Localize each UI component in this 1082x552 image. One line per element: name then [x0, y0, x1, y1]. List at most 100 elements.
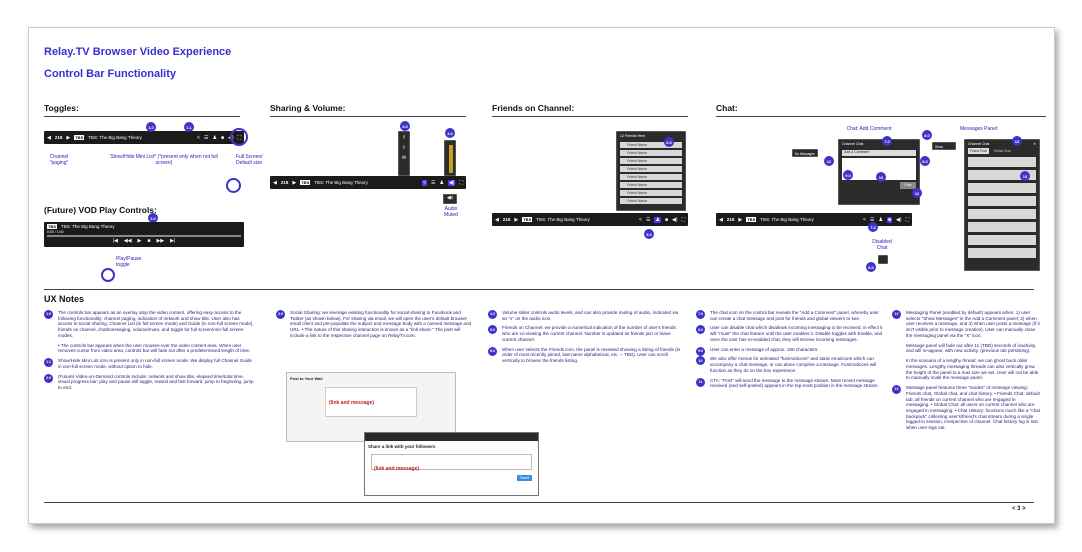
fullscreen-icon[interactable]: ⛶	[681, 216, 685, 223]
mini-list-icon[interactable]: ☰	[203, 134, 209, 141]
ux-note-text: CTA: "Post" will send the message to the…	[710, 377, 879, 389]
friends-icon[interactable]: ♟	[654, 216, 661, 223]
next-channel-icon[interactable]: ▶	[514, 216, 519, 223]
friend-list-item[interactable]: Friend Name	[620, 142, 682, 148]
share-icon[interactable]: <	[197, 134, 200, 141]
channel-number: 218	[726, 217, 735, 222]
prev-channel-icon[interactable]: ◀	[273, 179, 277, 186]
channel-number: 218	[54, 135, 63, 140]
comment-input[interactable]	[842, 158, 916, 180]
close-icon[interactable]: ✕	[1033, 142, 1036, 146]
volume-icon[interactable]: ◀)	[671, 216, 678, 223]
fb-message-box: (link and message)	[325, 387, 417, 417]
ux-note-badge: 1.0	[44, 310, 53, 319]
fb-message: (link and message)	[329, 400, 375, 406]
divider	[44, 116, 240, 117]
friend-list-item[interactable]: Friend Name	[620, 150, 682, 156]
chat-icon[interactable]: ■	[220, 134, 224, 141]
badge-8-0: 8.0	[920, 156, 930, 166]
friends-icon[interactable]: ♟	[212, 134, 217, 141]
ux-note-text: Messaging Panel (enabled by default) app…	[906, 310, 1040, 338]
play-icon[interactable]: ▶	[137, 238, 142, 244]
friend-list-item[interactable]: Friend Name	[620, 166, 682, 172]
message-list[interactable]	[965, 157, 1039, 258]
volume-icon[interactable]: ◀)	[895, 216, 902, 223]
ux-note: Message panel will fade out after 11 (TB…	[892, 343, 1040, 354]
page-subtitle: Control Bar Functionality	[44, 68, 176, 80]
prev-channel-icon[interactable]: ◀	[719, 216, 723, 223]
fullscreen-icon[interactable]: ⛶	[459, 179, 463, 186]
twitter-bar	[365, 433, 538, 441]
jump-end-icon[interactable]: ▶|	[170, 238, 176, 244]
share-menu: f t ✉	[398, 131, 410, 176]
badge-1-1: 1.1	[184, 122, 194, 132]
progress-bar[interactable]	[47, 235, 241, 237]
ux-note-text: Friends on Channel: we provide a numeric…	[502, 325, 676, 342]
fast-forward-icon[interactable]: ▶▶	[156, 238, 165, 244]
friends-icon[interactable]: ♟	[878, 216, 883, 223]
fullscreen-icon[interactable]: ⛶	[905, 216, 909, 223]
friend-list-item[interactable]: Friend Name	[620, 198, 682, 204]
friend-list-item[interactable]: Friend Name	[620, 158, 682, 164]
next-channel-icon[interactable]: ▶	[292, 179, 297, 186]
section-toggles: Toggles:	[44, 103, 79, 113]
ux-note-badge: 10	[696, 356, 705, 366]
note-channel-paging: Channel "paging"	[49, 154, 69, 166]
chat-icon[interactable]: ■	[664, 216, 668, 223]
show-title: TBS: The Big Bang Theory	[536, 217, 590, 222]
mini-list-icon[interactable]: ☰	[869, 216, 875, 223]
divider	[270, 116, 466, 117]
friends-icon[interactable]: ♟	[439, 179, 444, 186]
show-messages-toggle[interactable]: Show Messages	[932, 142, 956, 153]
facebook-icon[interactable]: f	[403, 135, 405, 141]
volume-icon[interactable]: ◀)	[447, 179, 456, 186]
chat-panel-header: Channel Chat	[842, 142, 864, 146]
share-icon[interactable]: <	[863, 216, 866, 223]
page-number: < 3 >	[1012, 506, 1026, 512]
tweet-button[interactable]: Tweet	[516, 475, 532, 481]
prev-channel-icon[interactable]: ◀	[495, 216, 499, 223]
ux-note-badge: 7.0	[696, 310, 705, 319]
next-channel-icon[interactable]: ▶	[738, 216, 743, 223]
section-vod: (Future) VOD Play Controls:	[44, 205, 157, 215]
next-channel-icon[interactable]: ▶	[66, 134, 71, 141]
elapsed-time: 0:00 / 1:00	[47, 230, 64, 234]
vod-buttons: |◀ ◀◀ ▶ ■ ▶▶ ▶|	[47, 238, 241, 244]
friends-panel-header: 12 Friends Here	[620, 134, 646, 138]
mini-list-icon[interactable]: ☰	[645, 216, 651, 223]
prev-channel-icon[interactable]: ◀	[47, 134, 51, 141]
jump-start-icon[interactable]: |◀	[112, 238, 118, 244]
tab-friend-chat[interactable]: Friend Chat	[968, 148, 989, 154]
email-icon[interactable]: ✉	[401, 155, 407, 161]
friend-list-item[interactable]: Friend Name	[620, 190, 682, 196]
share-icon[interactable]: <	[422, 179, 427, 186]
message-item	[968, 235, 1036, 245]
tab-global-chat[interactable]: Global Chat	[993, 149, 1011, 153]
ux-note-text: Social Sharing: we leverage existing fun…	[290, 310, 472, 338]
post-button[interactable]: Post	[900, 182, 916, 189]
badge-12: 12	[824, 156, 834, 166]
chat-icon[interactable]: ■	[886, 216, 892, 223]
rewind-icon[interactable]: ◀◀	[123, 238, 132, 244]
section-sharing: Sharing & Volume:	[270, 103, 346, 113]
badge-1-0: 1.0	[146, 122, 156, 132]
twitter-icon[interactable]: t	[403, 145, 405, 151]
friend-list-item[interactable]: Friend Name	[620, 174, 682, 180]
share-icon[interactable]: <	[639, 216, 642, 223]
friend-list-item[interactable]: Friend Name	[620, 182, 682, 188]
mini-list-icon[interactable]: ☰	[431, 179, 436, 186]
tw-message-box: (link and message)	[371, 454, 532, 472]
ux-note-badge: 5.0	[488, 325, 497, 335]
highlight-ring	[230, 128, 248, 146]
network-logo: TBS	[746, 217, 757, 222]
badge-7-0-b: 7.0	[868, 222, 878, 232]
note-audio-muted: Audio Muted	[444, 206, 458, 218]
ux-note-text: User can enter a message of approx. 180 …	[710, 346, 819, 352]
no-messages-toggle[interactable]: No Messages	[792, 149, 818, 157]
volume-slider[interactable]	[444, 140, 456, 176]
stop-icon[interactable]: ■	[147, 238, 151, 244]
